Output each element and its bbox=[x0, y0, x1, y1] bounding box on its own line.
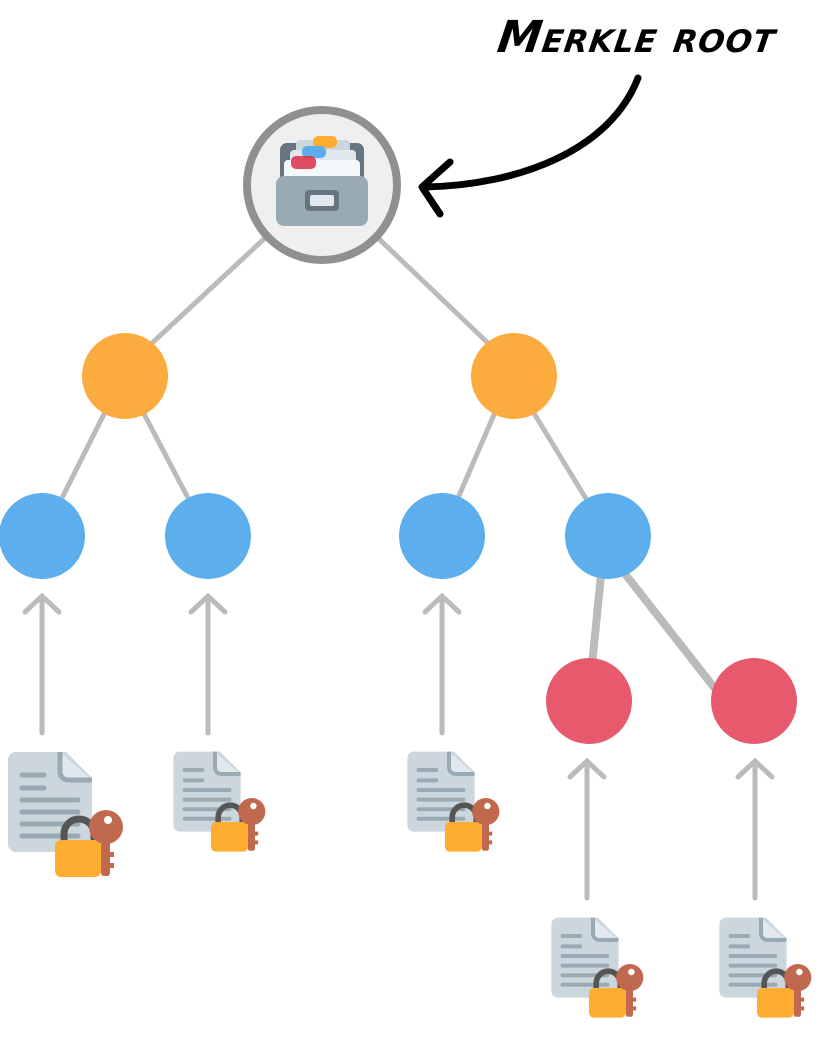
encrypted-document-icon bbox=[173, 752, 265, 852]
edge-root-right bbox=[376, 236, 492, 347]
edge bbox=[139, 408, 191, 500]
hash-node-level2 bbox=[399, 493, 485, 579]
up-arrow-icon bbox=[735, 757, 775, 901]
pointer-arrow-icon bbox=[418, 74, 642, 218]
edge-root-left bbox=[148, 236, 267, 347]
edge bbox=[455, 409, 499, 499]
hash-node-level1 bbox=[82, 333, 168, 419]
edge bbox=[588, 574, 605, 666]
hash-node-level3 bbox=[711, 658, 797, 744]
up-arrow-icon bbox=[188, 592, 228, 736]
hash-node-level2 bbox=[165, 493, 251, 579]
up-arrow-icon bbox=[422, 592, 462, 736]
hash-node-level3 bbox=[546, 658, 632, 744]
hash-node-level2 bbox=[0, 493, 85, 579]
edge bbox=[529, 408, 591, 504]
root-node bbox=[243, 106, 401, 264]
encrypted-document-icon bbox=[407, 752, 499, 852]
hash-node-level1 bbox=[471, 333, 557, 419]
card-file-box-icon bbox=[276, 136, 368, 226]
encrypted-document-icon bbox=[551, 918, 643, 1018]
up-arrow-icon bbox=[22, 592, 62, 736]
edge bbox=[618, 567, 724, 698]
tree-edges bbox=[59, 236, 724, 698]
up-arrow-icon bbox=[567, 757, 607, 901]
encrypted-document-icon bbox=[719, 918, 811, 1018]
encrypted-document-icon bbox=[8, 752, 123, 877]
edge bbox=[59, 408, 109, 500]
hash-node-level2 bbox=[565, 493, 651, 579]
merkle-root-label: Merkle root bbox=[494, 12, 780, 63]
